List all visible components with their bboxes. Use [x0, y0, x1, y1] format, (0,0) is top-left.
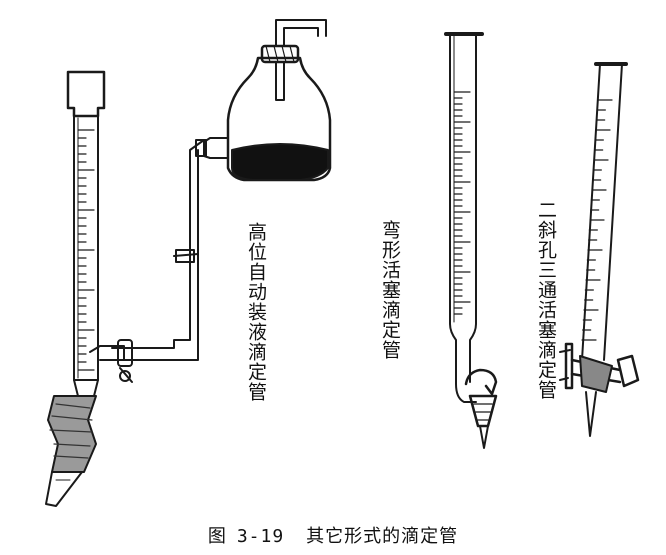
burette-tube: [73, 115, 99, 381]
auto-burette-label: 高位自动装液滴定管: [245, 222, 267, 402]
siphon-tube: [275, 19, 327, 47]
burette-tip: [479, 425, 489, 449]
figure-caption: 图 3-19 其它形式的滴定管: [0, 522, 666, 548]
three-way-burette: [559, 62, 640, 437]
auto-filling-burette: [45, 19, 332, 507]
burette-cap: [66, 70, 106, 118]
burette-tube: [581, 63, 623, 361]
rubber-joint: [47, 395, 97, 473]
three-way-burette-label: 二斜孔三通活塞滴定管: [535, 200, 557, 400]
caption-prefix: 图: [207, 526, 227, 547]
reservoir-bottle: [226, 56, 332, 182]
burette-graduations: [453, 91, 471, 315]
burette-graduations: [77, 129, 95, 371]
bottle-stopper: [260, 44, 300, 64]
burette-tip: [45, 471, 83, 507]
caption-title: 其它形式的滴定管: [306, 526, 459, 547]
burette-tip: [585, 391, 597, 437]
side-arm: [89, 345, 125, 361]
bent-stopcock-burette: [444, 32, 498, 449]
burette-graduations: [581, 99, 613, 341]
bottle-outlet: [203, 137, 229, 159]
bent-burette-label: 弯形活塞滴定管: [379, 220, 401, 360]
stopcock: [111, 339, 137, 383]
bent-stopcock: [464, 368, 498, 396]
burette-tube: [449, 33, 477, 403]
three-way-stopcock: [559, 342, 640, 393]
caption-number: 3-19: [236, 526, 285, 547]
